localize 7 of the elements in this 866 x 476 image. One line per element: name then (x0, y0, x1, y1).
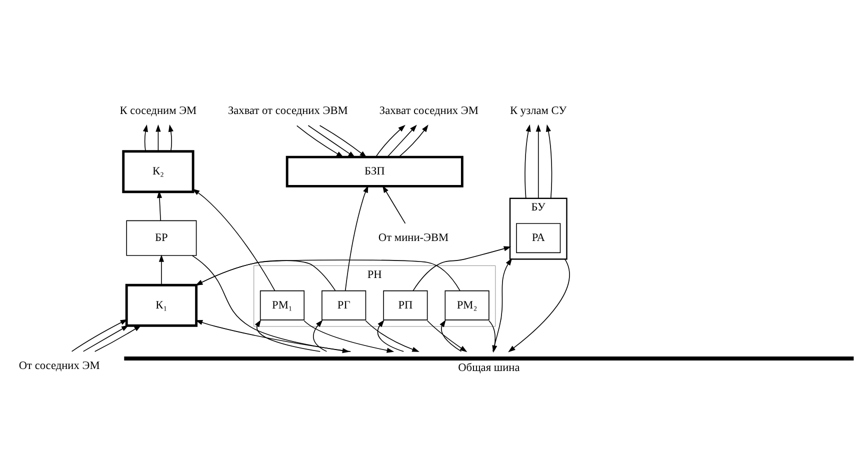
node-text: К узлам СУ (510, 104, 567, 116)
node-label: Общая шина (458, 362, 520, 374)
node-text: Захват от соседних ЭВМ (228, 104, 348, 116)
node-text: Захват соседних ЭМ (379, 104, 478, 116)
node-text: От соседних ЭМ (18, 360, 100, 372)
node-text: К соседним ЭМ (120, 104, 197, 116)
node-text: От мини-ЭВМ (378, 232, 449, 244)
